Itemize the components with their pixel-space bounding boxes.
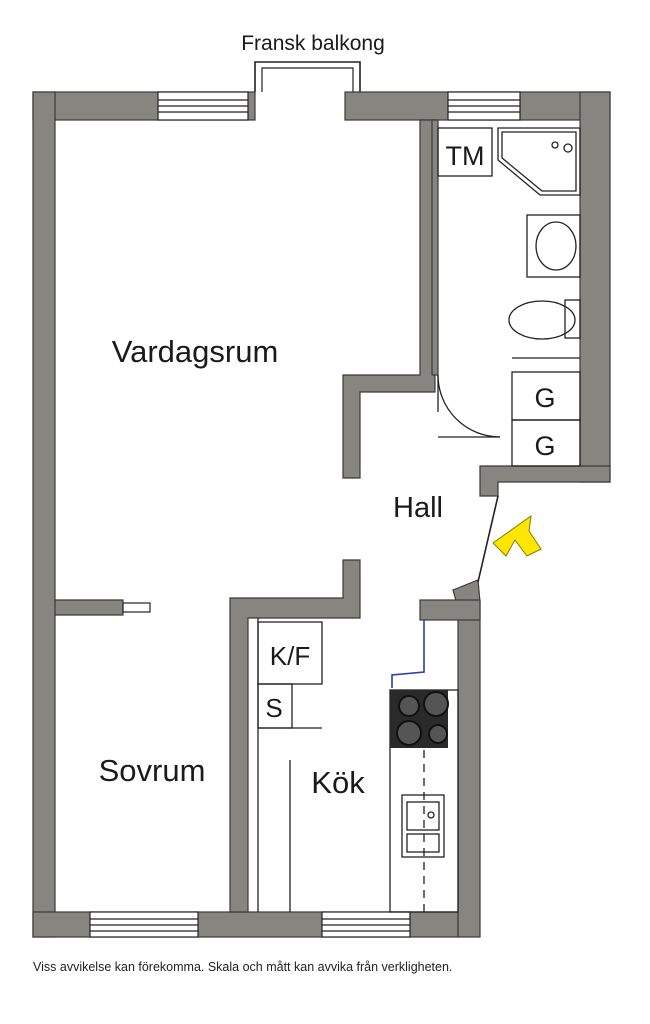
bedroom-label: Sovrum — [99, 753, 206, 788]
sink-basin — [535, 221, 577, 271]
sink — [401, 794, 445, 858]
washer-dryer-box — [437, 127, 493, 177]
wall-left — [32, 91, 56, 938]
wall-kitchen-right — [457, 601, 481, 938]
wall-living-bedroom-right — [229, 559, 361, 913]
walls — [32, 91, 611, 938]
windows — [89, 91, 521, 938]
cabinet-label: S — [265, 693, 282, 723]
stove — [390, 690, 449, 748]
kitchen-label: Kök — [311, 765, 365, 800]
disclaimer-text: Viss avvikelse kan förekomma. Skala och … — [33, 960, 453, 974]
hall-label: Hall — [393, 492, 443, 524]
wardrobe-2-label: G — [534, 431, 555, 461]
living-room-label: Vardagsrum — [112, 334, 279, 369]
hall-marker-line — [391, 620, 425, 688]
wall-bath-left — [431, 119, 439, 376]
bathroom-fixtures — [437, 127, 581, 359]
balcony-label: Fransk balkong — [241, 32, 385, 55]
entrance-arrow-icon — [492, 514, 542, 557]
toilet-tank — [564, 299, 581, 339]
wardrobe-2 — [511, 419, 581, 467]
wall-living-hall — [342, 119, 436, 479]
wardrobes — [511, 371, 581, 467]
french-balcony — [254, 61, 361, 92]
wall-right-upper — [579, 91, 611, 483]
sink-counter — [526, 214, 581, 278]
wall-closet-bottom — [479, 465, 611, 497]
door-gap-bedroom — [122, 602, 151, 613]
washer-dryer-label: TM — [446, 141, 485, 171]
toilet-bowl — [508, 300, 576, 340]
shower-corner — [497, 127, 581, 196]
fridge-freezer-label: K/F — [270, 641, 310, 671]
bathroom-door — [437, 374, 501, 438]
entrance-door — [477, 495, 499, 583]
wall-living-bedroom — [54, 599, 124, 616]
wardrobe-1-label: G — [534, 383, 555, 413]
wall-kitchen-top-stub — [419, 599, 481, 621]
